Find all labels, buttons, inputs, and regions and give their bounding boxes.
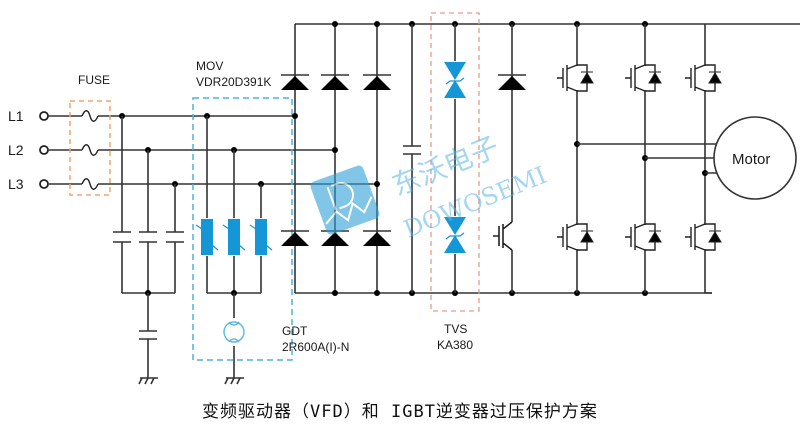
watermark: 东沃电子 DOWOSEMI <box>310 130 551 244</box>
diagram-caption: 变频驱动器（VFD）和 IGBT逆变器过压保护方案 <box>202 402 598 422</box>
brake-chopper <box>493 21 526 296</box>
tvs-box <box>430 12 480 312</box>
diode-icon <box>363 230 391 246</box>
igbt-with-diode-icon <box>685 223 722 251</box>
fuse-label: FUSE <box>78 73 110 87</box>
gdt-part-number: 2R600A(I)-N <box>282 340 349 354</box>
tvs-group: TVS KA380 <box>430 12 480 352</box>
capacitor-icon <box>113 231 131 243</box>
gdt-label: GDT <box>282 324 308 338</box>
diode-icon <box>281 74 309 90</box>
terminal-l2 <box>39 145 49 155</box>
diode-icon <box>363 74 391 90</box>
terminal-l3 <box>39 179 49 189</box>
ground-icon <box>224 377 244 385</box>
terminal-l1 <box>39 111 49 121</box>
fuse-icon-l2 <box>81 144 99 156</box>
tvs-label: TVS <box>444 322 467 336</box>
igbt-with-diode-icon <box>625 64 662 92</box>
fuse-icon-l1 <box>81 110 99 122</box>
capacitor-icon <box>166 231 184 243</box>
motor-icon <box>713 116 797 200</box>
capacitor-icon <box>139 231 157 243</box>
tvs-part-number: KA380 <box>437 338 473 352</box>
inverter-bridge <box>574 21 718 296</box>
mov-gdt-group: MOV VDR20D391K GDT 2R600A(I)-N <box>192 59 349 385</box>
diode-icon <box>281 230 309 246</box>
ground-icon <box>138 377 158 385</box>
gdt-icon <box>223 321 245 343</box>
igbt-with-diode-icon <box>557 223 594 251</box>
capacitor-icon <box>403 24 421 293</box>
dc-link-capacitor <box>403 21 421 296</box>
mov-icon <box>222 219 246 255</box>
igbt-icon <box>493 221 513 251</box>
mov-box <box>192 97 293 361</box>
diode-icon <box>498 74 526 90</box>
mov-part-number: VDR20D391K <box>196 75 271 89</box>
diode-icon <box>321 74 349 90</box>
motor-label: Motor <box>732 151 770 168</box>
mov-icon <box>249 219 273 255</box>
watermark-logo <box>310 165 380 235</box>
igbt-with-diode-icon <box>625 223 662 251</box>
line-label-l1: L1 <box>8 108 24 124</box>
fuse-box <box>69 100 111 196</box>
line-label-l2: L2 <box>8 142 24 158</box>
fuse-group: FUSE <box>69 73 111 196</box>
igbt-with-diode-icon <box>557 64 594 92</box>
fuse-icon-l3 <box>81 178 99 190</box>
motor: Motor <box>713 116 797 200</box>
input-capacitors <box>113 113 184 385</box>
ground-capacitor-icon <box>139 330 157 340</box>
tvs-diode-icon <box>444 62 466 98</box>
tvs-diode-icon <box>444 217 466 253</box>
rectifier-bridge <box>281 21 391 296</box>
igbt-with-diode-icon <box>685 64 722 92</box>
mov-icon <box>195 219 219 255</box>
line-label-l3: L3 <box>8 176 24 192</box>
input-lines: L1 L2 L3 <box>8 108 377 192</box>
mov-label: MOV <box>196 59 223 73</box>
